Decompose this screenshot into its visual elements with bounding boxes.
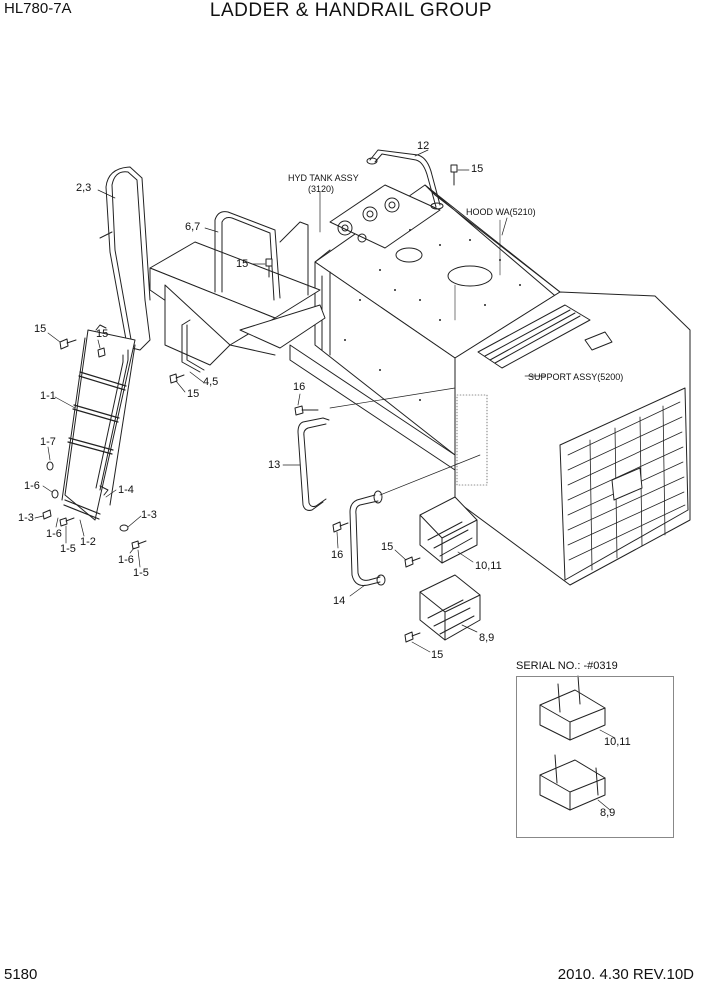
- callout-1-5b: 1-5: [133, 567, 149, 579]
- step-10-11: [419, 496, 478, 564]
- callout-13: 13: [268, 459, 281, 471]
- step-8-9: [419, 574, 481, 641]
- callout-1-1: 1-1: [40, 390, 56, 402]
- callout-15-bracket: 15: [187, 388, 200, 400]
- serial-inset-parts: [539, 675, 616, 811]
- note-hyd-tank-assy: HYD TANK ASSY: [288, 173, 359, 183]
- callout-1-2: 1-2: [80, 536, 96, 548]
- callout-8-9: 8,9: [479, 632, 495, 644]
- serial-number-label: SERIAL NO.: -#0319: [516, 660, 618, 672]
- callout-1-7: 1-7: [40, 436, 56, 448]
- platform-assembly: [149, 211, 326, 366]
- page-number: 5180: [4, 966, 38, 983]
- callout-1-6b: 1-6: [46, 528, 62, 540]
- callout-4-5: 4,5: [203, 376, 219, 388]
- callout-2-3: 2,3: [76, 182, 92, 194]
- callout-14: 14: [333, 595, 346, 607]
- callout-1-3b: 1-3: [141, 509, 157, 521]
- note-hood-wa: HOOD WA(5210): [466, 207, 536, 217]
- note-support-assy: SUPPORT ASSY(5200): [528, 372, 624, 382]
- rear-body: [289, 184, 561, 471]
- bracket-4-5: [181, 319, 205, 373]
- fasteners: [42, 164, 458, 643]
- callout-15-mid: 15: [236, 258, 249, 270]
- model-code: HL780-7A: [4, 0, 72, 17]
- callout-12: 12: [417, 140, 430, 152]
- callout-15-ladder: 15: [96, 328, 109, 340]
- revision-date: 2010. 4.30 REV.10D: [557, 966, 694, 983]
- callout-1-4: 1-4: [118, 484, 134, 496]
- ladder-1-1: [61, 324, 136, 521]
- support-assy-grille: [454, 291, 691, 586]
- note-hyd-tank-code: (3120): [308, 184, 335, 194]
- handrail-12: [366, 149, 444, 210]
- callout-15-step-a: 15: [381, 541, 394, 553]
- leader-lines: [34, 149, 546, 653]
- page-title: LADDER & HANDRAIL GROUP: [209, 0, 493, 21]
- callout-16-top: 16: [293, 381, 306, 393]
- handrail-2-3: [99, 166, 151, 351]
- callout-1-6a: 1-6: [24, 480, 40, 492]
- serial-inset-box: [516, 676, 674, 838]
- callout-1-6c: 1-6: [118, 554, 134, 566]
- callout-16-bot: 16: [331, 549, 344, 561]
- callout-6-7: 6,7: [185, 221, 201, 233]
- callout-8-9-serial: 8,9: [600, 807, 616, 819]
- handrail-13: [297, 417, 330, 511]
- callout-15-step-b: 15: [431, 649, 444, 661]
- callout-1-3a: 1-3: [18, 512, 34, 524]
- handrail-14: [349, 490, 386, 586]
- callout-15-top: 15: [471, 163, 484, 175]
- callout-10-11: 10,11: [475, 560, 502, 572]
- callout-15-left: 15: [34, 323, 47, 335]
- callout-1-5a: 1-5: [60, 543, 76, 555]
- callout-10-11-serial: 10,11: [604, 736, 631, 748]
